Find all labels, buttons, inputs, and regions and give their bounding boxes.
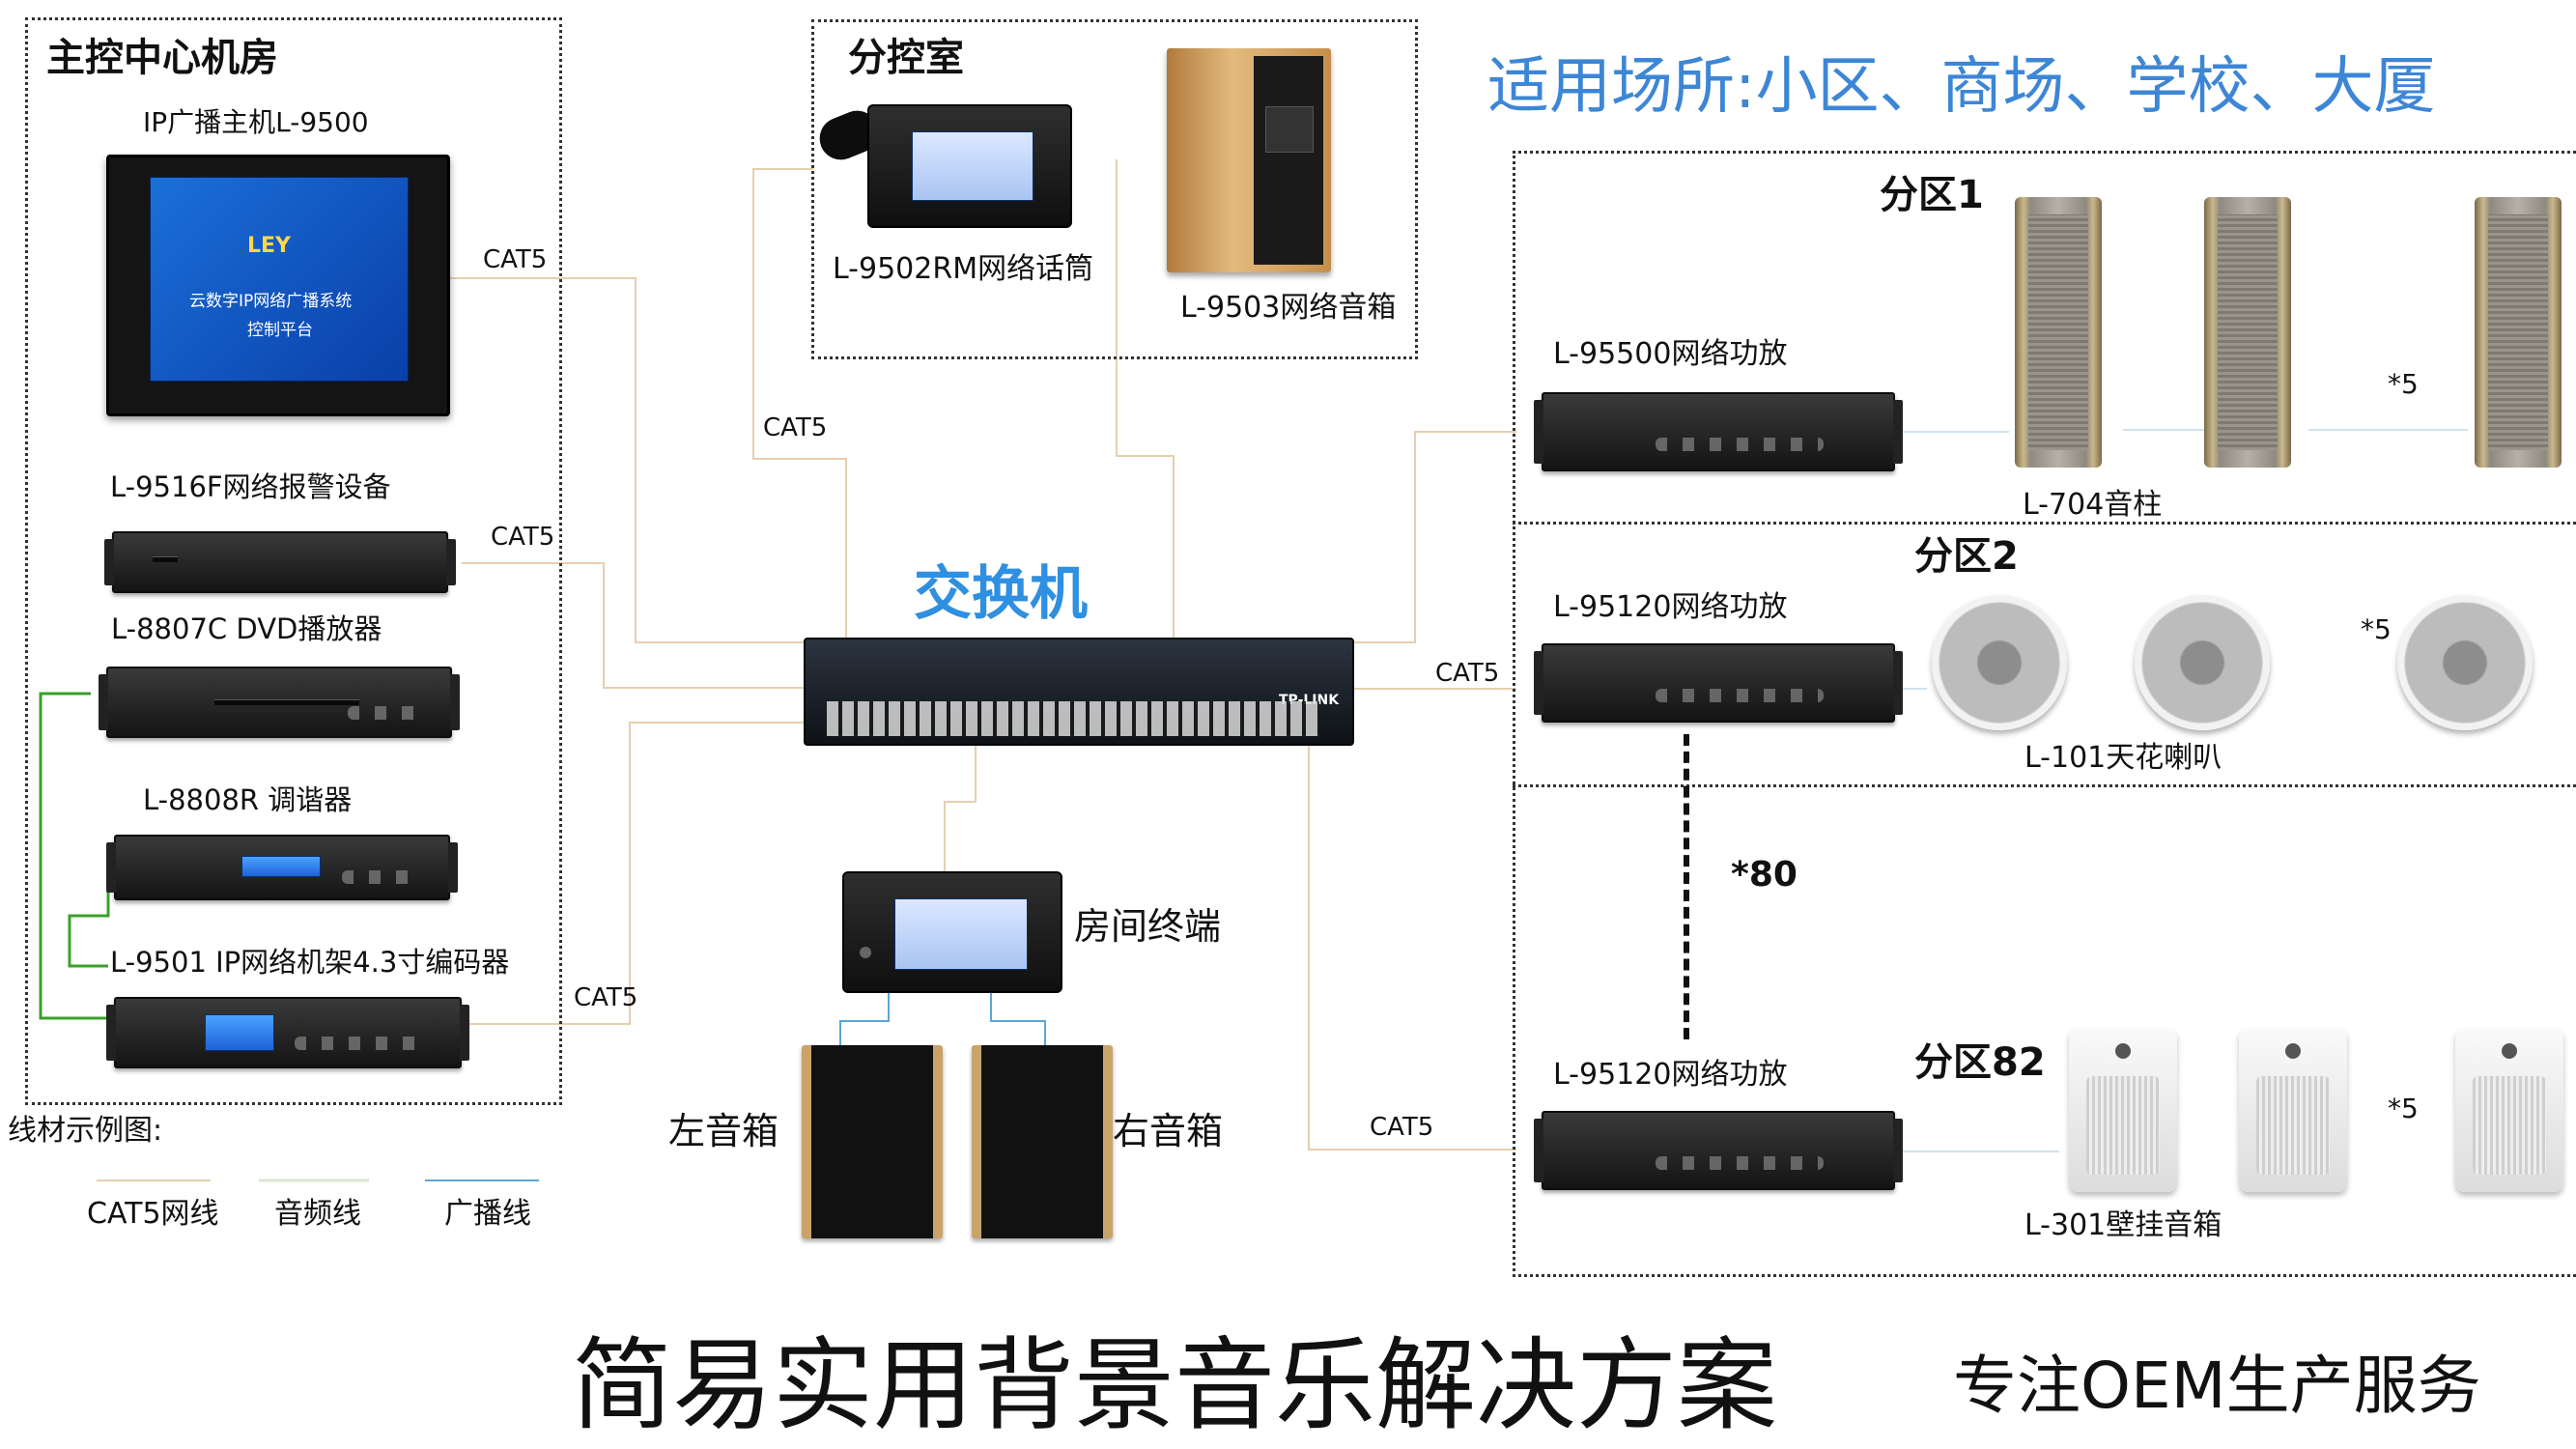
sub-room-box [811,19,1418,359]
zone1-column-speaker-2 [2204,197,2291,468]
encoder [106,997,469,1068]
zone82-name: 分区82 [1914,1040,2046,1085]
tuner-label: L-8808R 调谐器 [143,783,353,816]
network-mic [867,104,1072,228]
cat5-label-alarm: CAT5 [491,523,555,552]
host-screen-line1: 云数字IP网络广播系统 [189,292,353,311]
wire-switch-zone1 [1294,431,1516,643]
slogan: 专注OEM生产服务 [1953,1349,2481,1423]
mic-label: L-9502RM网络话筒 [833,252,1094,286]
wire-switch-terminal [944,734,977,871]
cat5-label-sub: CAT5 [763,413,828,442]
zone1-speaker-label: L-704音柱 [2023,488,2163,522]
zone82-wall-speaker-1 [2069,1028,2177,1192]
zone1-column-speaker-1 [2015,197,2102,468]
zone-separator-1 [1513,522,2576,525]
left-speaker-label: 左音箱 [668,1110,779,1152]
zone82-count: *5 [2388,1093,2419,1124]
cat5-label-encoder: CAT5 [574,983,638,1012]
host-screen-line2: 控制平台 [247,321,313,340]
dvd-label: L-8807C DVD播放器 [111,612,382,645]
zone1-amplifier [1534,392,1903,471]
legend-title: 线材示例图: [8,1114,163,1148]
zone-separator-2 [1513,784,2576,787]
main-room-label: 主控中心机房 [46,36,278,80]
sub-room-label: 分控室 [848,36,964,80]
dvd-player [99,667,460,738]
host-logo: LEY [247,234,291,258]
bc-left [839,990,890,1045]
network-speaker [1167,48,1331,272]
application-text: 适用场所:小区、商场、学校、大厦 [1487,51,2436,123]
legend-audio: 音频线 [274,1197,361,1231]
zone-multiplier: *80 [1731,855,1798,895]
switch-label: 交换机 [914,560,1088,628]
page-title: 简易实用背景音乐解决方案 [572,1326,1778,1444]
encoder-label: L-9501 IP网络机架4.3寸编码器 [110,946,510,979]
main-room-box [25,17,562,1105]
zone2-ceiling-speaker-2 [2135,595,2270,730]
network-switch: TP-LINK [804,638,1354,746]
zone1-amp-label: L-95500网络功放 [1553,337,1788,371]
right-speaker-label: 右音箱 [1113,1110,1224,1152]
zone82-amp-label: L-95120网络功放 [1553,1058,1788,1092]
room-terminal [842,871,1062,993]
alarm-device-label: L-9516F网络报警设备 [110,470,391,503]
zone2-ceiling-speaker-1 [1932,595,2067,730]
cat5-label-zone2: CAT5 [1435,659,1500,688]
zone2-name: 分区2 [1914,534,2019,579]
bc-right [990,990,1046,1045]
cat5-label-host: CAT5 [483,245,548,274]
zone-repeat-dashes [1684,734,1689,1039]
zone82-wall-speaker-2 [2239,1028,2347,1192]
zones-box [1513,151,2576,1277]
zone1-column-speaker-3 [2475,197,2562,468]
zone82-speaker-label: L-301壁挂音箱 [2024,1208,2222,1242]
zone2-ceiling-speaker-3 [2397,595,2533,730]
left-speaker [802,1045,943,1238]
zone2-amplifier [1534,643,1903,723]
legend-cat5: CAT5网线 [87,1197,219,1231]
zone2-speaker-label: L-101天花喇叭 [2024,741,2222,775]
tuner [106,835,458,900]
host-screen: LEY 云数字IP网络广播系统 控制平台 [150,177,409,382]
wire-switch-zone82 [1308,734,1516,1151]
zone1-name: 分区1 [1880,173,1984,217]
zone2-count: *5 [2361,613,2392,645]
cat5-label-zone82: CAT5 [1370,1113,1434,1142]
host-label: IP广播主机L-9500 [143,106,369,138]
legend-broadcast: 广播线 [444,1197,531,1231]
host-monitor: LEY 云数字IP网络广播系统 控制平台 [106,155,450,416]
zone1-count: *5 [2388,368,2419,400]
terminal-label: 房间终端 [1074,905,1222,948]
zone82-amplifier [1534,1111,1903,1190]
sub-speaker-label: L-9503网络音箱 [1180,291,1397,325]
zone82-wall-speaker-3 [2455,1028,2563,1192]
zone2-amp-label: L-95120网络功放 [1553,590,1788,624]
right-speaker [972,1045,1113,1238]
alarm-device [104,531,456,593]
